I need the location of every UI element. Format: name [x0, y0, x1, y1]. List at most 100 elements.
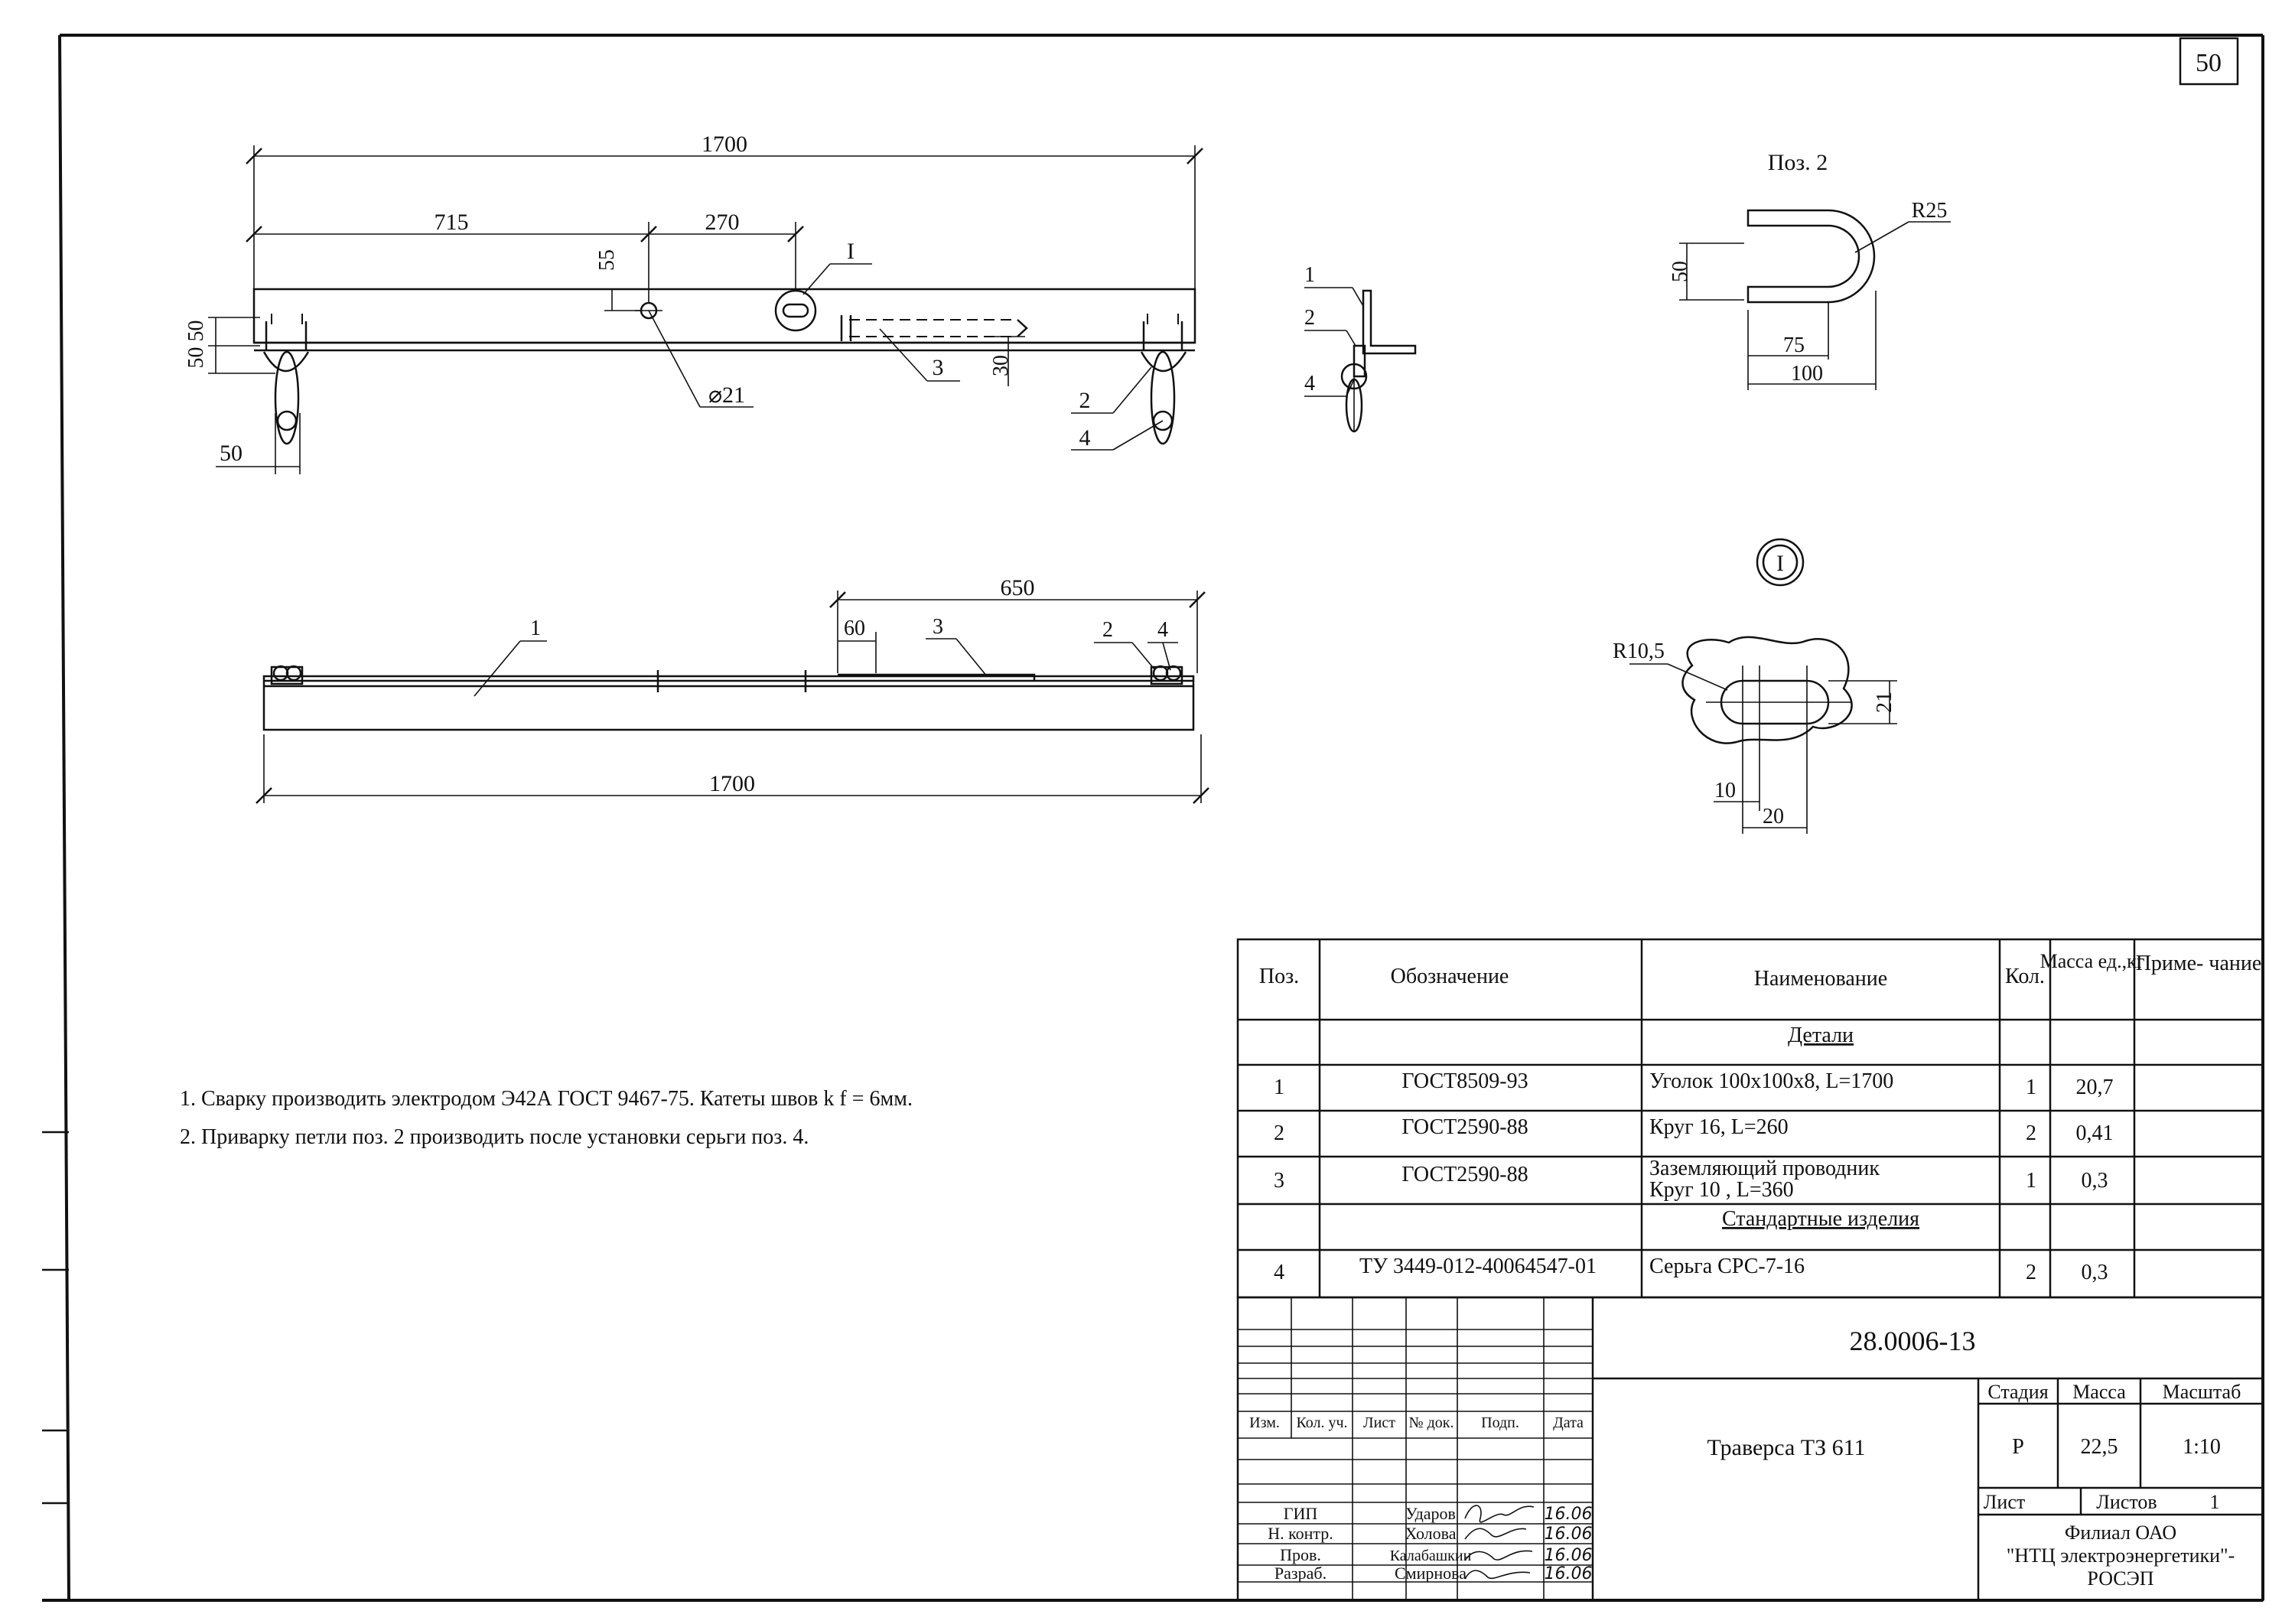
side-pos-1: 1 — [1304, 263, 1315, 287]
frame: 50 — [42, 34, 2264, 1602]
name-prov: Калабашкин — [1390, 1548, 1472, 1564]
tb-h-sign: Подп. — [1481, 1414, 1519, 1431]
pos2-dim-100: 100 — [1791, 362, 1823, 386]
section-standard: Стандартные изделия — [1722, 1207, 1919, 1231]
stage-label: Стадия — [1987, 1381, 2048, 1403]
tb-h-date: Дата — [1553, 1414, 1584, 1431]
org-line-3: РОСЭП — [2087, 1567, 2153, 1590]
name-razrab: Смирнова — [1395, 1564, 1467, 1583]
plan-pos-1: 1 — [530, 617, 541, 640]
pos2-radius: R25 — [1912, 199, 1948, 223]
row3-qty: 1 — [2026, 1169, 2036, 1193]
role-gip: ГИП — [1284, 1504, 1318, 1523]
plan-pos-4: 4 — [1157, 618, 1168, 642]
th-note-text: Приме- чание — [2136, 952, 2262, 975]
drawing-title: Траверса ТЗ 611 — [1707, 1435, 1865, 1460]
detail-I-dim-21: 21 — [1873, 692, 1896, 713]
detail-I: I R10,5 21 10 20 — [1613, 538, 1897, 834]
th-pos: Поз. — [1259, 965, 1299, 988]
leader-pos-2: 2 — [1079, 388, 1091, 413]
detail-I-dim-10: 10 — [1714, 779, 1736, 802]
note-2: 2. Приварку петли поз. 2 производить пос… — [180, 1125, 809, 1149]
row3-name-2: Круг 10 , L=360 — [1649, 1178, 1794, 1202]
detail-I-radius: R10,5 — [1613, 640, 1665, 663]
tb-h-doc: № док. — [1409, 1414, 1454, 1431]
date-razrab: 16.06 — [1545, 1564, 1593, 1583]
row2-designation: ГОСТ2590-88 — [1401, 1115, 1528, 1139]
tb-h-kol: Кол. уч. — [1296, 1414, 1347, 1431]
row3-name: Заземляющий проводник — [1649, 1157, 1880, 1180]
leader-pos-3: 3 — [933, 355, 944, 380]
side-pos-2: 2 — [1304, 306, 1315, 330]
sheets-value: 1 — [2210, 1491, 2220, 1513]
row4-designation: ТУ 3449-012-40064547-01 — [1359, 1255, 1597, 1278]
section-details: Детали — [1788, 1024, 1854, 1047]
dim-30: 30 — [989, 355, 1013, 376]
doc-number: 28.0006-13 — [1850, 1326, 1976, 1356]
signature-gip — [1464, 1505, 1535, 1523]
th-mass-text: Масса ед.,кг — [2040, 950, 2145, 972]
row2-qty: 2 — [2026, 1121, 2036, 1145]
title-block: 28.0006-13 Изм. Кол. уч. Лист № док. Под… — [1236, 1296, 2264, 1602]
side-pos-4: 4 — [1304, 372, 1315, 395]
th-mass: Масса ед.,кг — [2040, 950, 2145, 972]
row2-mass: 0,41 — [2076, 1121, 2114, 1145]
row3-mass: 0,3 — [2082, 1169, 2108, 1193]
plan-pos-3: 3 — [933, 615, 943, 639]
tb-h-list: Лист — [1363, 1414, 1395, 1431]
row4-pos: 4 — [1274, 1261, 1284, 1284]
role-razrab: Разраб. — [1274, 1564, 1327, 1583]
plan-dim-1700: 1700 — [709, 771, 755, 796]
detail-I-label: I — [1776, 551, 1784, 576]
plan-dim-650: 650 — [1001, 575, 1035, 600]
mass-label: Масса — [2072, 1381, 2126, 1403]
pos2-title: Поз. 2 — [1768, 150, 1828, 175]
th-note: Приме- чание — [2136, 952, 2262, 975]
dim-55: 55 — [595, 249, 619, 271]
row1-pos: 1 — [1274, 1076, 1284, 1099]
row3-pos: 3 — [1274, 1169, 1284, 1193]
row1-qty: 1 — [2026, 1076, 2036, 1099]
notes: 1. Сварку производить электродом Э42А ГО… — [180, 1087, 913, 1149]
signature-prov — [1464, 1550, 1533, 1561]
name-gip: Ударов — [1405, 1504, 1456, 1523]
callout-I: I — [847, 239, 855, 264]
scale-value: 1:10 — [2183, 1435, 2221, 1459]
plan-pos-2: 2 — [1102, 618, 1113, 642]
sheet-label: Лист — [1984, 1491, 2025, 1513]
row1-designation: ГОСТ8509-93 — [1401, 1069, 1528, 1093]
org-line-1: Филиал ОАО — [2065, 1521, 2176, 1544]
th-qty: Кол. — [2005, 965, 2045, 988]
row2-pos: 2 — [1274, 1121, 1284, 1145]
dim-50-bottom: 50 — [220, 441, 243, 466]
signature-razrab — [1464, 1570, 1531, 1580]
pos2-dim-75: 75 — [1783, 334, 1805, 357]
main-view: 1700 715 270 55 50 50 50 30 ⌀21 I — [184, 132, 1203, 474]
plan-view: 650 60 1700 1 3 2 4 — [256, 575, 1209, 804]
date-gip: 16.06 — [1545, 1505, 1593, 1524]
detail-I-dim-20: 20 — [1763, 805, 1784, 828]
dim-hole-spacing: 270 — [705, 210, 740, 235]
row4-mass: 0,3 — [2082, 1261, 2108, 1284]
leader-pos-4: 4 — [1079, 425, 1091, 451]
date-nkontr: 16.06 — [1545, 1525, 1593, 1544]
hole-diameter-label: ⌀21 — [708, 382, 745, 408]
sheets-label: Листов — [2096, 1491, 2157, 1513]
name-nkontr: Холова — [1405, 1524, 1456, 1543]
scale-label: Масштаб — [2163, 1381, 2241, 1403]
sheet-number: 50 — [2196, 49, 2222, 77]
org-line-2: "НТЦ электроэнергетики"- — [2007, 1544, 2235, 1567]
mass-value: 22,5 — [2081, 1435, 2118, 1459]
date-prov: 16.06 — [1545, 1546, 1593, 1565]
row4-name: Серьга СРС-7-16 — [1649, 1255, 1805, 1278]
role-prov: Пров. — [1280, 1545, 1321, 1564]
row4-qty: 2 — [2026, 1261, 2036, 1284]
th-name: Наименование — [1754, 967, 1887, 991]
pos2-dim-50: 50 — [1668, 261, 1692, 282]
row1-name: Уголок 100х100х8, L=1700 — [1649, 1069, 1893, 1093]
pos2-detail: Поз. 2 R25 50 75 100 — [1668, 150, 1951, 390]
specification-table: Поз. Обозначение Наименование Кол. Масса… — [1236, 938, 2264, 1299]
row1-mass: 20,7 — [2076, 1076, 2114, 1099]
side-view: 1 2 4 — [1304, 263, 1417, 433]
